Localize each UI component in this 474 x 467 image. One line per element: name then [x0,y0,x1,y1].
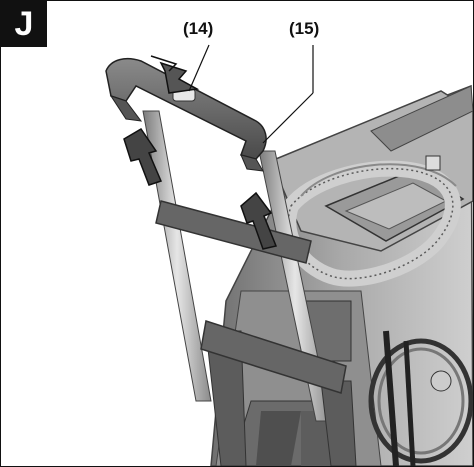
leader-line-14 [188,44,210,92]
callout-14: (14) [183,19,214,38]
figure-label-badge: J [1,1,47,47]
callout-15: (15) [289,19,320,38]
leader-line-15b [262,92,314,144]
motion-arrows [123,55,278,250]
